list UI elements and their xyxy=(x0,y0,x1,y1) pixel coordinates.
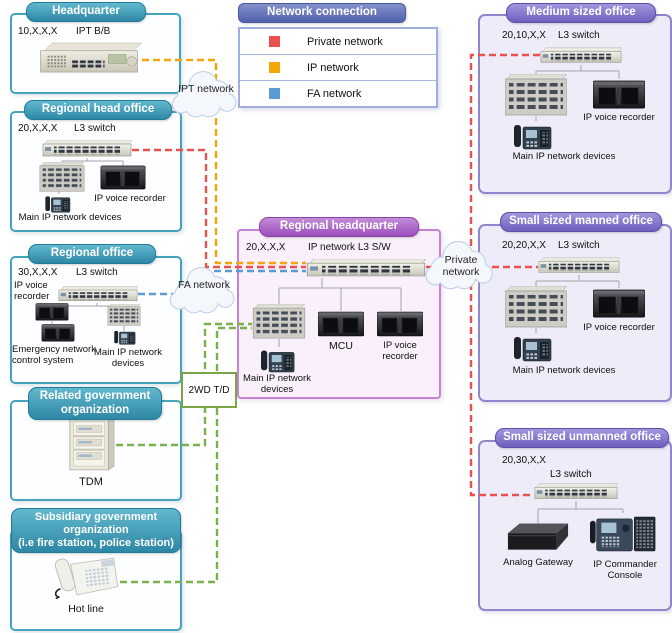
medium-office-switch-label: L3 switch xyxy=(558,30,600,41)
manned-office-ip: 20,20,X,X xyxy=(502,240,546,251)
emergency-system-label: Emergency network control system xyxy=(12,344,96,367)
ipt-network-cloud-label: IPT network xyxy=(178,83,234,95)
private-network-swatch xyxy=(269,36,280,47)
medium-office-main-label: Main IP network devices xyxy=(512,151,616,162)
mcu-label: MCU xyxy=(329,340,353,352)
regional-office-switch-image xyxy=(58,286,138,302)
emergency-server-1-image xyxy=(35,303,69,321)
tdm-label: TDM xyxy=(79,476,103,488)
regional-head-office-header: Regional head office xyxy=(24,100,172,120)
manned-office-recorder-label: IP voice recorder xyxy=(583,322,655,333)
headquarter-ip: 10,X,X,X xyxy=(18,26,58,37)
legend-title: Network connection xyxy=(238,3,406,23)
fa-network-cloud-label: FA network xyxy=(178,279,230,291)
regional-head-office-ip: 20,X,X,X xyxy=(18,123,58,134)
hotline-label: Hot line xyxy=(68,603,104,615)
subsidiary-government-title: Subsidiary government organization xyxy=(34,511,158,536)
unmanned-office-ip: 20,30,X,X xyxy=(502,455,546,466)
regional-headquarter-switch-image xyxy=(306,259,426,277)
2wd-td-label: 2WD T/D xyxy=(188,384,230,396)
medium-office-switch-image xyxy=(540,47,622,63)
regional-headquarter-ip: 20,X,X,X xyxy=(246,242,286,253)
regional-headquarter-main-rack-image xyxy=(252,304,306,339)
ip-commander-console-image xyxy=(590,516,656,552)
regional-head-office-switch-label: L3 switch xyxy=(74,123,116,134)
legend-label-ip: IP network xyxy=(307,61,359,74)
regional-head-office-main-label: Main IP network devices xyxy=(18,212,122,223)
fa-network-swatch xyxy=(269,88,280,99)
medium-office-ip: 20,10,X,X xyxy=(502,30,546,41)
legend-label-fa: FA network xyxy=(307,87,362,100)
regional-head-office-ip-phone-image xyxy=(44,195,71,213)
manned-office-main-rack-image xyxy=(505,286,567,328)
medium-office-ip-phone-image xyxy=(514,124,552,150)
medium-office-recorder-label: IP voice recorder xyxy=(583,112,655,123)
tdm-cabinet-image xyxy=(69,413,115,471)
legend-row-fa: FA network xyxy=(240,80,436,106)
emergency-server-2-image xyxy=(41,324,75,342)
regional-office-ip-phone-image xyxy=(113,330,136,345)
manned-office-switch-image xyxy=(538,257,620,273)
regional-head-office-switch-image xyxy=(42,140,132,157)
regional-head-office-main-rack-image xyxy=(39,162,85,192)
medium-office-main-rack-image xyxy=(505,74,567,116)
legend-table: Private network IP network FA network xyxy=(238,27,438,108)
regional-office-header: Regional office xyxy=(28,244,156,264)
ip-commander-console-label: IP Commander Console xyxy=(593,559,657,582)
manned-office-recorder-image xyxy=(593,289,645,318)
manned-office-ip-phone-image xyxy=(514,336,552,362)
mcu-image xyxy=(318,311,364,337)
regional-headquarter-header: Regional headquarter xyxy=(259,217,419,237)
unmanned-office-switch-label: L3 switch xyxy=(550,469,592,480)
regional-office-ip: 30,X,X,X xyxy=(18,267,58,278)
regional-headquarter-main-label: Main IP network devices xyxy=(243,373,311,396)
regional-office-main-rack-image xyxy=(107,304,141,326)
private-network-cloud-label: Private network xyxy=(442,254,480,278)
unmanned-office-switch-image xyxy=(534,483,618,499)
regional-headquarter-ip-phone-image xyxy=(261,350,295,373)
medium-office-header: Medium sized office xyxy=(506,3,656,23)
hotline-phone-image xyxy=(52,556,119,599)
legend-label-private: Private network xyxy=(307,35,383,48)
manned-office-switch-label: L3 switch xyxy=(558,240,600,251)
ip-network-swatch xyxy=(269,62,280,73)
subsidiary-government-subtitle: (i.e fire station, police station) xyxy=(18,536,174,549)
regional-headquarter-switch-label: IP network L3 S/W xyxy=(308,242,391,253)
analog-gateway-image xyxy=(507,523,569,550)
small-unmanned-office-header: Small sized unmanned office xyxy=(495,428,669,448)
legend-row-ip: IP network xyxy=(240,54,436,80)
analog-gateway-label: Analog Gateway xyxy=(503,557,573,568)
legend-row-private: Private network xyxy=(240,29,436,54)
medium-office-recorder-image xyxy=(593,80,645,109)
regional-headquarter-recorder-image xyxy=(377,311,423,337)
regional-headquarter-recorder-label: IP voice recorder xyxy=(382,340,418,363)
regional-office-switch-label: L3 switch xyxy=(76,267,118,278)
ipt-bb-server-image xyxy=(40,42,142,73)
ipt-bb-label: IPT B/B xyxy=(76,26,111,37)
manned-office-main-label: Main IP network devices xyxy=(512,365,616,376)
related-government-header: Related government organization xyxy=(28,387,162,421)
regional-office-main-label: Main IP network devices xyxy=(94,347,162,370)
small-manned-office-header: Small sized manned office xyxy=(500,212,662,232)
subsidiary-government-header: Subsidiary government organization (i.e … xyxy=(11,508,181,553)
headquarter-header: Headquarter xyxy=(26,2,146,22)
regional-office-recorder-label: IP voice recorder xyxy=(14,280,50,303)
regional-head-office-recorder-label: IP voice recorder xyxy=(94,193,166,204)
regional-head-office-recorder-image xyxy=(100,165,146,190)
2wd-td-junction: 2WD T/D xyxy=(181,372,237,408)
